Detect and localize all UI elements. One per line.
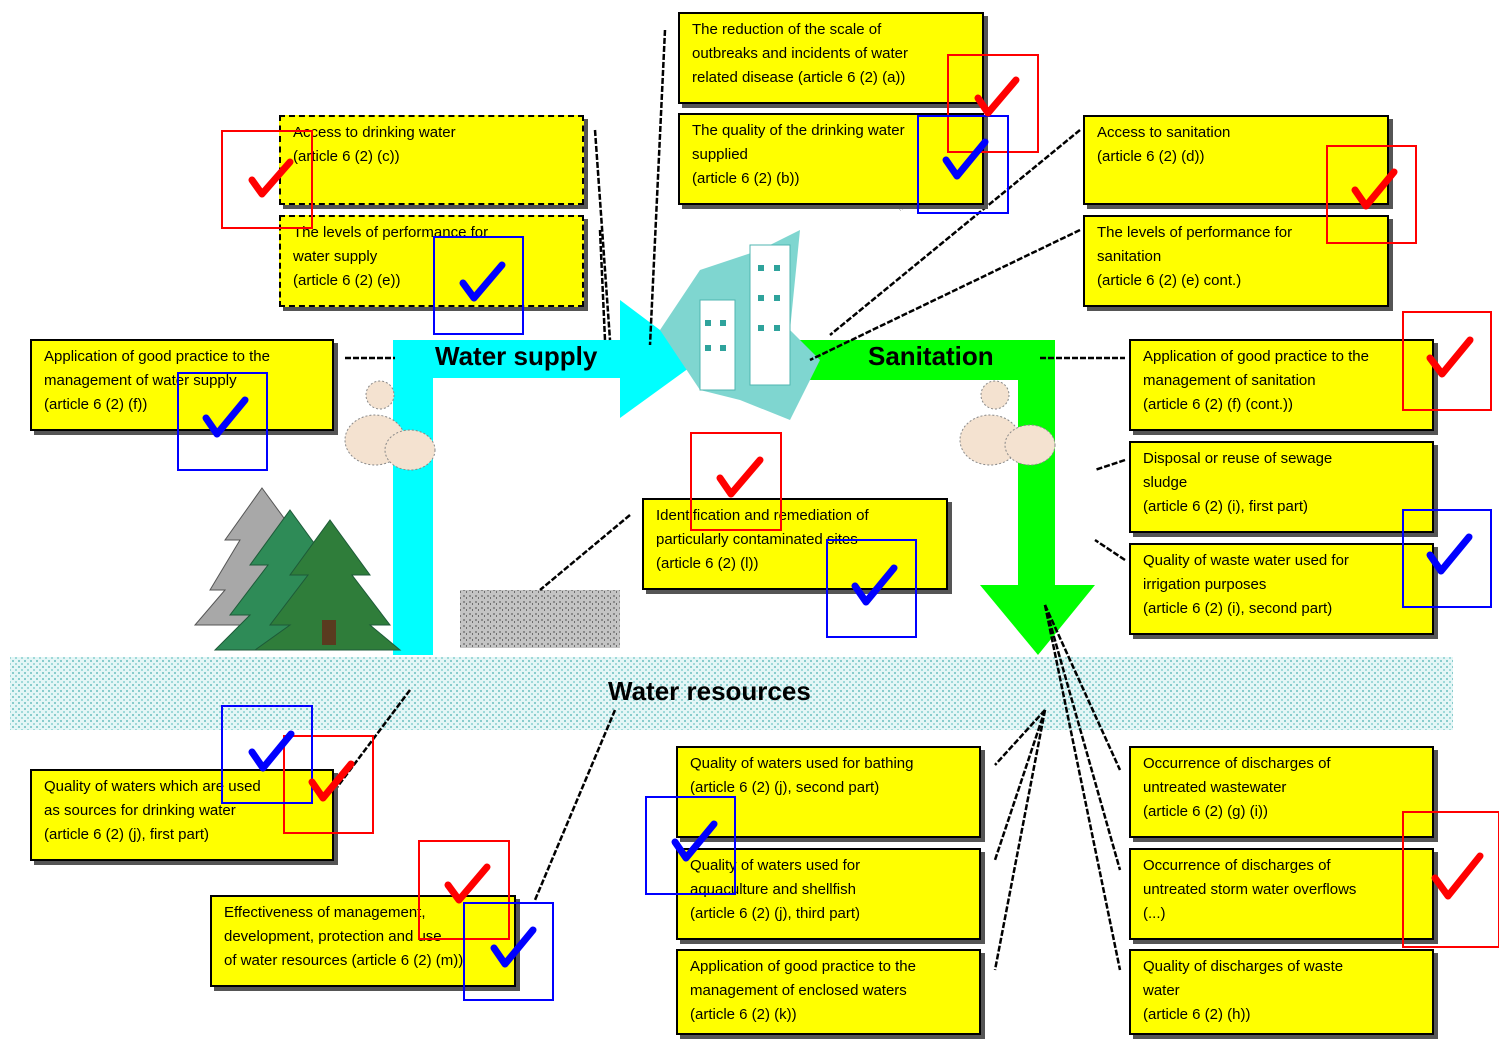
blue-check-icon — [459, 261, 506, 302]
red-check-icon — [974, 76, 1020, 117]
blue-check-frame — [463, 902, 554, 1001]
contaminated-site-image — [460, 590, 620, 648]
water-supply-pipe — [393, 300, 700, 655]
red-check-frame — [690, 432, 782, 531]
water-resources-label: Water resources — [608, 676, 811, 706]
blue-check-icon — [202, 396, 249, 438]
access-sanitation-box: Access to sanitation(article 6 (2) (d)) — [1083, 115, 1389, 205]
sanitation-label: Sanitation — [868, 341, 994, 371]
blue-check-icon — [1426, 533, 1473, 575]
blue-check-frame — [221, 705, 313, 804]
red-check-icon — [308, 760, 355, 802]
people-right-icon — [959, 380, 1056, 466]
blue-check-frame — [917, 115, 1009, 214]
blue-check-icon — [490, 926, 537, 968]
blue-check-frame — [433, 236, 524, 335]
bathing-box: Quality of waters used for bathing(artic… — [676, 746, 981, 838]
red-check-frame — [1402, 311, 1492, 411]
red-check-icon — [1351, 168, 1398, 210]
blue-check-icon — [942, 138, 989, 180]
access-drinking-box: Access to drinking water(article 6 (2) (… — [279, 115, 584, 205]
blue-check-frame — [826, 539, 917, 638]
connector-lines — [334, 29, 1126, 971]
water-resources-band — [10, 657, 1453, 730]
red-check-frame — [221, 130, 313, 229]
blue-check-icon — [851, 564, 898, 606]
red-check-frame — [1402, 811, 1499, 948]
blue-check-frame — [1402, 509, 1492, 608]
blue-check-icon — [248, 730, 295, 772]
sanitation-pipe — [800, 340, 1095, 655]
red-check-frame — [283, 735, 374, 834]
trees-icon — [193, 487, 402, 651]
red-check-icon — [1431, 852, 1484, 900]
red-check-frame — [1326, 145, 1417, 244]
blue-check-icon — [671, 820, 718, 862]
city-building-icon — [660, 230, 820, 420]
blue-check-frame — [177, 372, 268, 471]
blue-check-frame — [645, 796, 736, 895]
people-left-icon — [344, 380, 436, 471]
red-check-icon — [248, 158, 294, 198]
red-check-icon — [716, 456, 764, 498]
water-supply-label: Water supply — [435, 341, 598, 371]
red-check-icon — [444, 863, 491, 904]
red-check-frame — [947, 54, 1039, 153]
red-check-icon — [1426, 336, 1474, 378]
